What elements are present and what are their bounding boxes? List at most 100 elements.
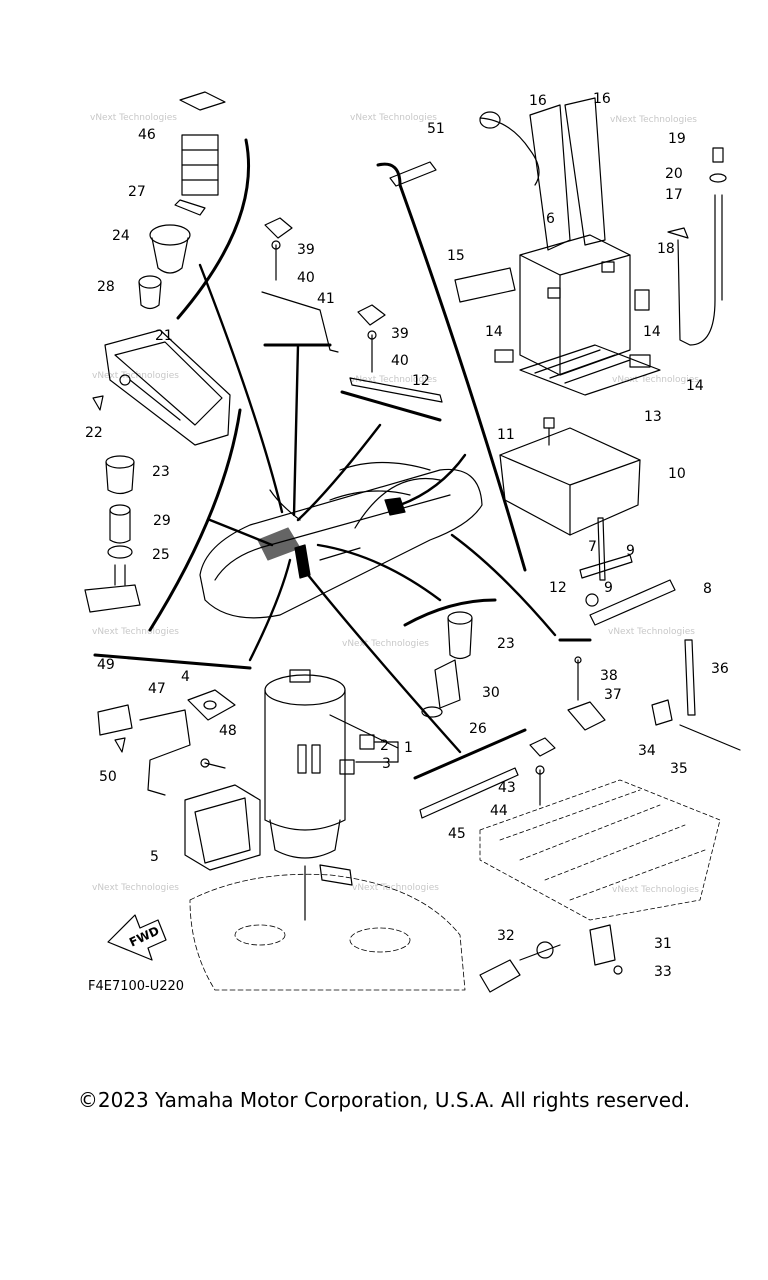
callout-number: 28 <box>97 279 115 295</box>
callout-number: 26 <box>469 721 487 737</box>
part-4-remote <box>187 689 236 721</box>
callout-number: 19 <box>668 131 686 147</box>
callout-number: 12 <box>412 373 430 389</box>
pointer-lines <box>198 263 557 754</box>
callout-number: 14 <box>485 324 503 340</box>
callout-number: 17 <box>665 187 683 203</box>
part-25-clamp-ring <box>107 545 133 559</box>
callout-number: 32 <box>497 928 515 944</box>
callout-number: 47 <box>148 681 166 697</box>
part-8-bracket <box>589 579 676 626</box>
callout-number: 8 <box>703 581 712 597</box>
callout-number: 13 <box>644 409 662 425</box>
callout-number: 46 <box>138 127 156 143</box>
watermark: vNext Technologies <box>350 375 437 385</box>
callout-number: 24 <box>112 228 130 244</box>
watermark: vNext Technologies <box>608 627 695 637</box>
part-17-vent-hose <box>677 194 723 346</box>
callout-number: 25 <box>152 547 170 563</box>
part-43-clip <box>529 737 556 757</box>
part-7-stay <box>597 517 606 581</box>
group-bracket-lines <box>93 138 592 780</box>
diagram-code: F4E7100-U220 <box>88 979 184 994</box>
part-18-hose-clip <box>667 227 689 239</box>
watermark: vNext Technologies <box>90 113 177 123</box>
watermark: vNext Technologies <box>92 627 179 637</box>
callout-number: 6 <box>546 211 555 227</box>
callout-number: 35 <box>670 761 688 777</box>
callout-number: 45 <box>448 826 466 842</box>
fwd-label: FWD <box>127 924 161 950</box>
part-20-clip <box>709 173 727 183</box>
callout-number: 49 <box>97 657 115 673</box>
part-19-vent-fitting <box>712 147 724 163</box>
callout-number: 40 <box>297 270 315 286</box>
callout-number: 29 <box>153 513 171 529</box>
watermark: vNext Technologies <box>342 639 429 649</box>
part-32-sensor <box>479 941 561 993</box>
callout-number: 1 <box>404 740 413 756</box>
callout-number: 16 <box>529 93 547 109</box>
part-34-clip <box>651 699 673 726</box>
exploded-parts-diagram: vNext Technologies vNext Technologies vN… <box>84 91 741 994</box>
part-13-battery-mat <box>519 344 661 396</box>
part-46-filter-stack <box>179 91 226 196</box>
part-6-battery <box>519 234 631 376</box>
callout-number: 10 <box>668 466 686 482</box>
callout-numbers: 1 2 3 4 5 6 7 8 9 9 10 11 12 12 13 14 14… <box>85 91 729 980</box>
callout-number: 5 <box>150 849 159 865</box>
part-42-cable-tie <box>349 377 443 403</box>
callout-number: 9 <box>604 580 613 596</box>
part-29-cylinder <box>109 504 131 544</box>
part-44-pin <box>535 765 545 806</box>
part-49-plate <box>97 704 133 736</box>
part-23-holder <box>447 611 473 660</box>
part-40-pin-lower <box>367 330 377 373</box>
watermark: vNext Technologies <box>612 885 699 895</box>
part-12-nut <box>585 593 599 607</box>
callout-number: 22 <box>85 425 103 441</box>
harness-connector-left <box>84 564 141 613</box>
part-14-pads <box>494 289 651 368</box>
callout-number: 20 <box>665 166 683 182</box>
callout-number: 21 <box>155 328 173 344</box>
fuel-pump-assembly <box>264 669 353 921</box>
callout-number: 51 <box>427 121 445 137</box>
callout-number: 9 <box>626 543 635 559</box>
part-27-clamp <box>174 199 206 216</box>
watermark: vNext Technologies <box>92 371 179 381</box>
callout-number: 14 <box>686 378 704 394</box>
callout-number: 23 <box>497 636 515 652</box>
part-39-clip-upper <box>264 217 293 239</box>
callout-number: 36 <box>711 661 729 677</box>
callout-number: 44 <box>490 803 508 819</box>
callout-number: 18 <box>657 241 675 257</box>
hull-bottom <box>189 873 466 991</box>
watermark: vNext Technologies <box>612 375 699 385</box>
callout-number: 30 <box>482 685 500 701</box>
callout-number: 48 <box>219 723 237 739</box>
callout-number: 2 <box>380 738 389 754</box>
callout-number: 4 <box>181 669 190 685</box>
part-16-battery-bands <box>529 97 606 251</box>
callout-number: 37 <box>604 687 622 703</box>
watermark: vNext Technologies <box>352 883 439 893</box>
callout-number: 27 <box>128 184 146 200</box>
callout-number: 41 <box>317 291 335 307</box>
part-5-ecu-box <box>184 784 261 871</box>
part-40-pin-upper <box>271 240 281 281</box>
callout-number: 14 <box>643 324 661 340</box>
callout-number: 34 <box>638 743 656 759</box>
copyright-notice: ©2023 Yamaha Motor Corporation, U.S.A. A… <box>77 1088 691 1112</box>
part-2-connector <box>359 734 375 750</box>
watercraft-hull <box>199 461 483 619</box>
part-36-strap <box>684 639 696 716</box>
part-21-meter-unit <box>104 329 231 446</box>
fwd-arrow: FWD <box>107 914 167 961</box>
callout-number: 50 <box>99 769 117 785</box>
part-26-cap <box>421 706 443 718</box>
callout-number: 38 <box>600 668 618 684</box>
callout-number: 7 <box>588 539 597 555</box>
callout-number: 16 <box>593 91 611 107</box>
